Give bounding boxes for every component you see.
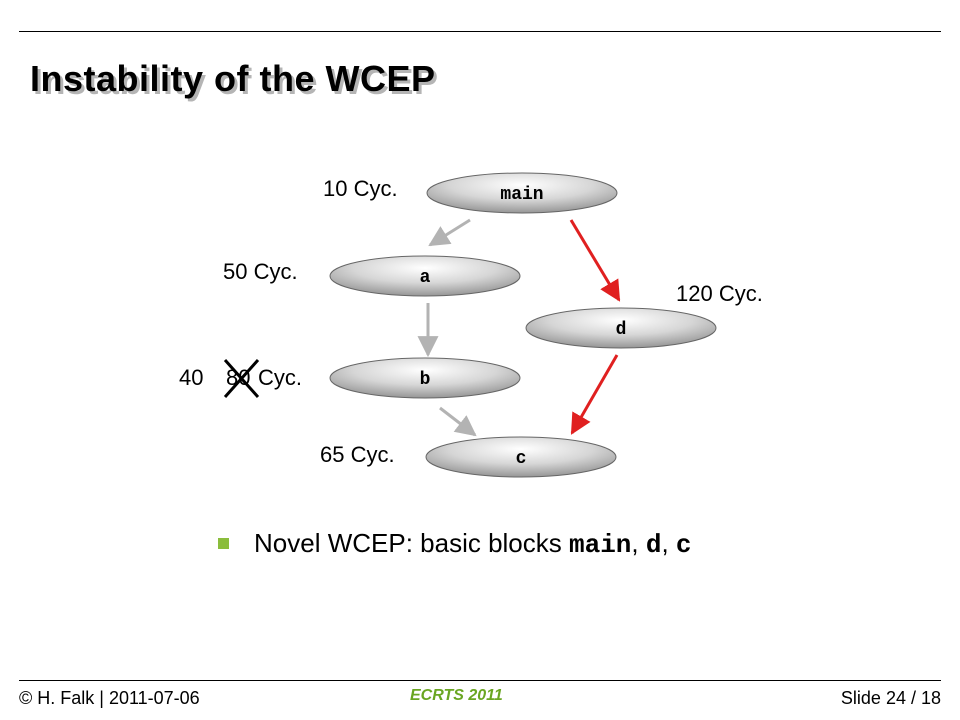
node-b-label: b	[420, 370, 431, 390]
cross-out-mark	[223, 359, 260, 398]
cost-label-c: 65 Cyc.	[320, 442, 395, 467]
cost-label-d: 120 Cyc.	[676, 281, 763, 306]
node-main-label: main	[500, 185, 543, 205]
bullet-prefix: Novel WCEP: basic blocks	[254, 528, 569, 558]
edge-b-c	[439, 406, 477, 437]
cost-label-b-unit: Cyc.	[258, 365, 302, 390]
node-a: a	[329, 255, 521, 297]
bullet-block-c: c	[675, 530, 692, 560]
bullet-text: Novel WCEP: basic blocks main, d, c	[254, 528, 692, 560]
node-a-label: a	[420, 268, 431, 288]
footer-author-date: © H. Falk | 2011-07-06	[19, 688, 200, 708]
bullet-sep-2: ,	[661, 528, 676, 558]
footer-slide-number: Slide 24 / 18	[840, 688, 941, 708]
edge-main-d	[569, 219, 621, 302]
node-b: b	[329, 357, 521, 399]
node-c: c	[425, 436, 617, 478]
node-d-label: d	[616, 320, 627, 340]
node-d: d	[525, 307, 717, 349]
edge-d-c	[570, 354, 619, 435]
cost-label-b-old: 80	[226, 365, 251, 390]
bullet-block-d: d	[645, 530, 662, 560]
top-rule	[19, 31, 941, 32]
footer-conference: ECRTS 2011	[410, 687, 503, 704]
slide-title: Instability of the WCEP	[30, 58, 436, 99]
bullet-block-main: main	[568, 530, 632, 560]
bullet-sep-1: ,	[631, 528, 646, 558]
cost-label-a: 50 Cyc.	[223, 259, 298, 284]
node-c-label: c	[516, 449, 527, 469]
cost-label-b-new: 40	[179, 365, 204, 390]
edge-main-a	[428, 218, 471, 247]
node-main: main	[426, 172, 618, 214]
bottom-rule	[19, 680, 941, 681]
bullet-square-icon	[218, 538, 229, 549]
cost-label-main: 10 Cyc.	[323, 176, 398, 201]
